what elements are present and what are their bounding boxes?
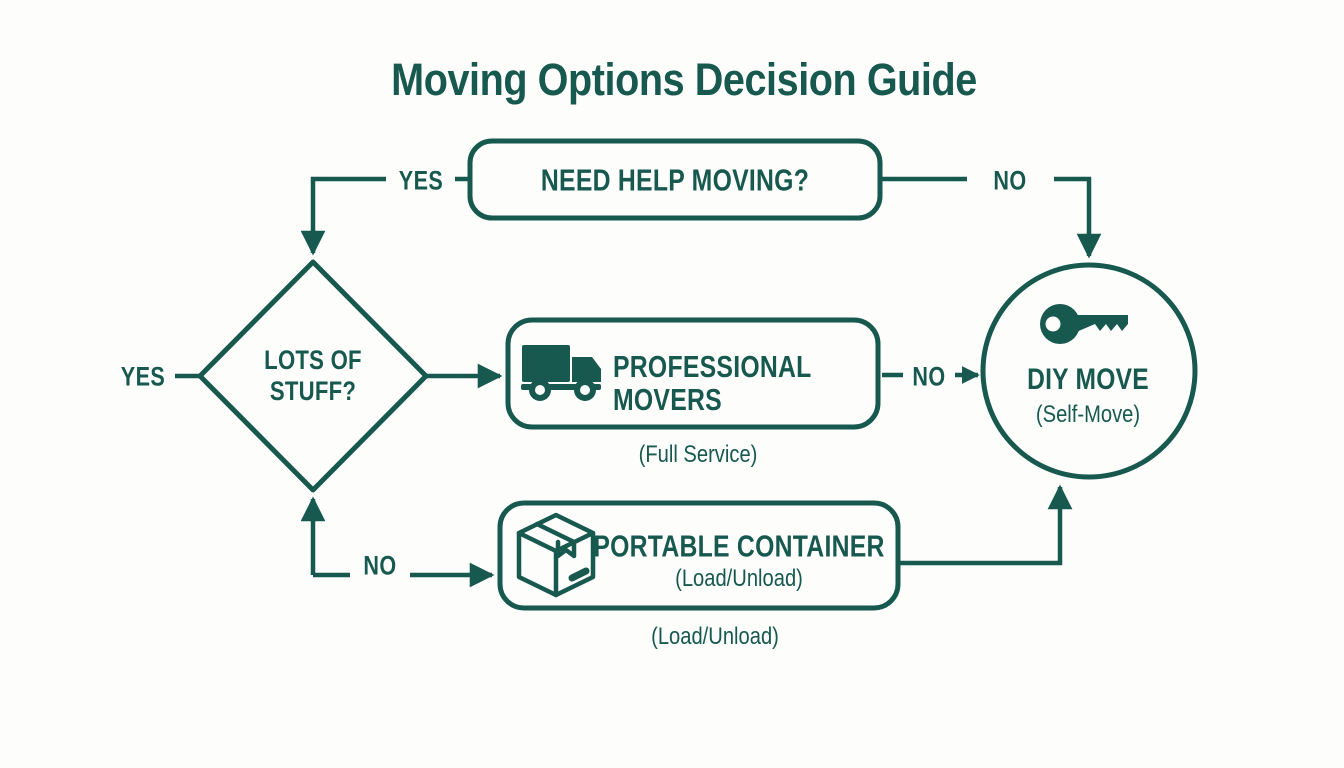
edge-container-to-diy xyxy=(899,484,1073,566)
node-sublabel-diy-move: (Self-Move) xyxy=(1035,400,1141,428)
edge-label-decision-no: NO xyxy=(363,550,397,581)
node-label-lots-of-stuff: LOTS OF STUFF? xyxy=(264,345,362,407)
edge-label-start-yes: YES xyxy=(398,165,444,196)
node-lots-of-stuff[interactable] xyxy=(197,259,429,493)
edge-label-start-no: NO xyxy=(993,165,1027,196)
edge-start-yes xyxy=(300,176,386,256)
node-label-need-help-moving: NEED HELP MOVING? xyxy=(540,162,810,198)
node-professional-movers[interactable] xyxy=(505,317,881,430)
node-label-diy-move: DIY MOVE xyxy=(1027,363,1149,396)
page-title: Moving Options Decision Guide xyxy=(391,54,977,105)
box-icon xyxy=(516,512,596,598)
node-sublabel-portable-container: (Load/Unload) xyxy=(675,564,803,592)
node-need-help-moving[interactable] xyxy=(467,138,883,221)
lots-of-stuff-line1: LOTS OF xyxy=(264,344,362,375)
node-label-professional-movers: PROFESSIONAL MOVERS xyxy=(613,350,812,417)
node-portable-container[interactable] xyxy=(497,500,901,611)
node-label-portable-container: PORTABLE CONTAINER xyxy=(593,528,885,564)
professional-movers-line1: PROFESSIONAL xyxy=(613,349,812,384)
truck-icon xyxy=(521,345,601,401)
edge-label-decision-yes: YES xyxy=(120,361,166,392)
lots-of-stuff-line2: STUFF? xyxy=(269,376,357,406)
edge-start-no-down xyxy=(1054,176,1102,259)
professional-movers-line2: MOVERS xyxy=(613,382,722,418)
caption-full-service: (Full Service) xyxy=(638,441,758,468)
key-icon xyxy=(1040,304,1128,344)
node-diy-move[interactable] xyxy=(980,262,1198,480)
caption-load-unload: (Load/Unload) xyxy=(651,623,779,650)
edge-label-movers-no: NO xyxy=(912,361,946,392)
